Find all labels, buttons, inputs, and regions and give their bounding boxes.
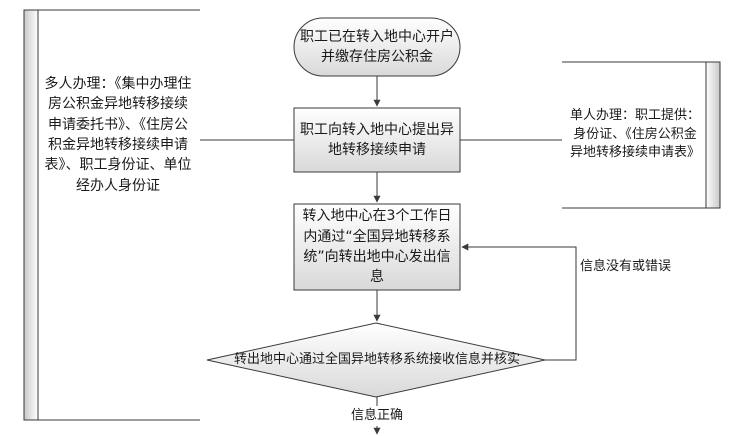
note-multi-text: 多人办理：《集中办理住房公积金异地转移接续申请委托书》、《住房公积金异地转移接续… (44, 76, 192, 194)
edge-error-label: 信息没有或错误 (580, 256, 730, 278)
note-single-bracket (562, 61, 721, 209)
note-multi-bracket (23, 9, 200, 421)
node-send-label: 转入地中心在3个工作日内通过“全国异地转移系统”向转出地中心发出信息 (302, 208, 452, 286)
node-apply-shape (293, 107, 461, 173)
note-single-text: 单人办理：职工提供：身份证、《住房公积金异地转移接续申请表》 (569, 107, 700, 161)
edge-error-loop (461, 243, 577, 361)
node-send-shape (293, 203, 461, 291)
node-start-label: 职工已在转入地中心开户并缴存住房公积金 (300, 28, 454, 65)
node-verify-label: 转出地中心通过全国异地转移系统接收信息并核实 (233, 351, 520, 367)
edge-correct-label: 信息正确 (334, 406, 420, 426)
node-verify-shape (206, 322, 546, 398)
node-apply-label: 职工向转入地中心提出异地转移接续申请 (300, 121, 454, 158)
